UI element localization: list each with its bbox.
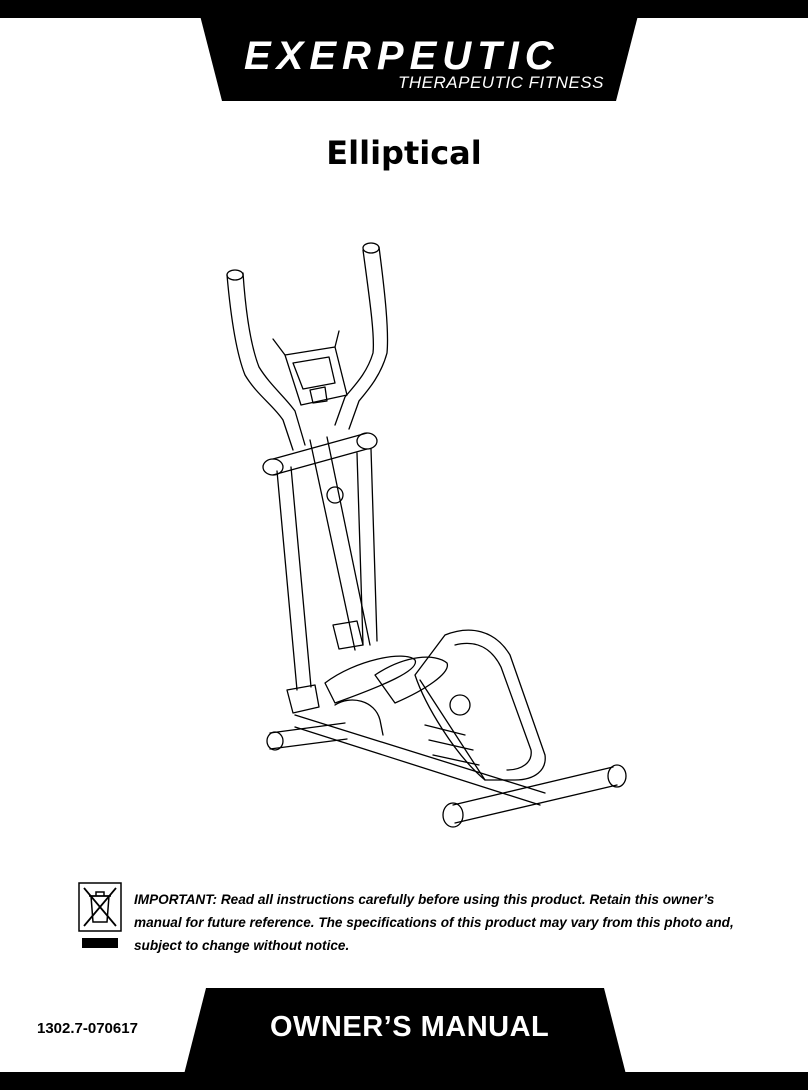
manual-label: OWNER’S MANUAL (270, 1011, 550, 1043)
brand-logo: EXERPEUTIC (244, 34, 560, 78)
bottom-banner-tab (180, 988, 630, 1090)
page-title: Elliptical (326, 134, 482, 172)
bottom-banner-strip (0, 1072, 808, 1090)
top-banner-tab (196, 0, 642, 101)
elliptical-illustration (226, 242, 627, 828)
model-number: 1302.7-070617 (37, 1020, 138, 1037)
important-notice: IMPORTANT: Read all instructions careful… (134, 892, 734, 953)
recycling-bin-crossed-icon (78, 882, 122, 948)
brand-tagline: THERAPEUTIC FITNESS (398, 73, 604, 92)
